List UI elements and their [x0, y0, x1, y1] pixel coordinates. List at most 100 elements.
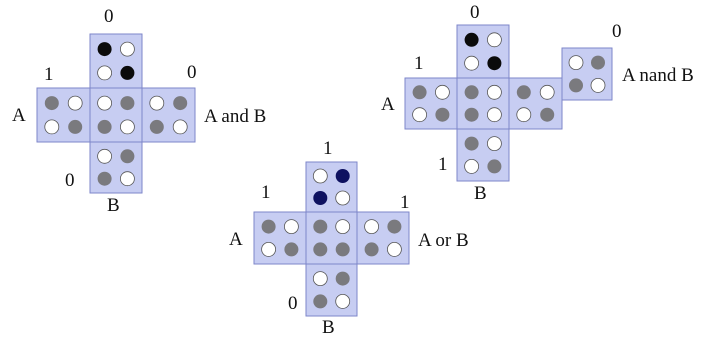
label-top: 1 — [323, 138, 333, 159]
label-a: A — [12, 105, 26, 126]
label-b: B — [322, 317, 335, 338]
input-a-square — [404, 77, 458, 130]
dot-gray-b — [464, 136, 479, 151]
dot-white-right — [539, 84, 555, 100]
input-b-square — [305, 263, 358, 317]
label-right: 1 — [400, 192, 410, 213]
label-a: A — [381, 94, 395, 115]
dot-gray-a — [435, 107, 450, 122]
dot-gray-a — [261, 219, 276, 234]
input-a-square — [253, 211, 307, 265]
dot-gray-output — [387, 219, 402, 234]
dot-white-a — [261, 241, 277, 257]
dot-white-top — [464, 55, 480, 71]
dot-gray-a — [284, 242, 299, 257]
label-top: 0 — [470, 2, 480, 23]
dot-black-top — [97, 42, 112, 57]
dot-white-center — [97, 95, 112, 111]
dot-white-top — [120, 41, 135, 57]
dots-or — [261, 168, 402, 309]
dot-gray-output — [149, 119, 164, 134]
label-left: 1 — [261, 182, 271, 203]
dot-gray-center — [97, 119, 112, 134]
dot-gray-b — [487, 159, 502, 174]
gate-and: 0 1 0 A A and B 0 B — [12, 6, 266, 216]
dot-white-b — [120, 171, 135, 187]
dot-gray-b — [335, 271, 350, 286]
label-right: 0 — [187, 62, 197, 83]
dot-navy-top — [313, 191, 328, 205]
dot-white-output — [172, 119, 188, 135]
dot-white-center — [486, 107, 502, 123]
label-left: 1 — [414, 53, 424, 74]
dot-white-center — [335, 219, 351, 235]
input-top-square — [89, 33, 143, 89]
dot-gray-right — [516, 85, 531, 100]
output-square — [141, 87, 196, 143]
label-b: B — [474, 183, 487, 204]
dot-white-b — [486, 136, 502, 152]
dot-white-a — [412, 107, 428, 123]
dot-black-top — [464, 32, 479, 47]
dot-gray-center — [464, 85, 479, 100]
input-a-square — [36, 87, 91, 143]
label-bottom: 0 — [288, 293, 298, 314]
right-square — [508, 77, 563, 130]
dot-white-a — [67, 95, 83, 111]
output-square — [356, 211, 410, 265]
dot-white-output — [386, 241, 402, 257]
dot-gray-output — [591, 55, 605, 70]
dot-white-a — [283, 219, 299, 235]
dot-gray-center — [120, 96, 135, 111]
dot-gray-center — [335, 242, 350, 257]
dot-white-right — [516, 107, 532, 123]
dot-white-a — [434, 84, 450, 100]
center-square — [89, 87, 143, 143]
output-square — [561, 47, 613, 101]
gate-nand: 0 1 0 A A nand B 1 B — [381, 2, 694, 204]
dot-gray-right — [540, 107, 555, 122]
gate-or: 1 1 1 A A or B 0 B — [229, 138, 469, 338]
dot-white-output — [590, 78, 606, 93]
label-output: A and B — [204, 106, 266, 127]
input-top-square — [456, 24, 510, 79]
dot-gray-output — [173, 96, 188, 111]
label-output: A or B — [418, 230, 469, 251]
input-top-square — [305, 161, 358, 213]
dot-white-b — [312, 271, 328, 287]
dot-black-top — [487, 56, 502, 71]
dot-white-b — [464, 158, 480, 174]
label-bottom: 0 — [65, 170, 75, 191]
dot-white-a — [44, 119, 60, 135]
label-top: 0 — [104, 6, 114, 27]
dot-white-top — [97, 65, 112, 81]
dots-nand — [412, 32, 606, 174]
input-b-square — [456, 128, 510, 182]
dot-white-top — [335, 190, 351, 206]
dot-gray-b — [97, 171, 112, 186]
input-b-square — [89, 141, 143, 194]
dot-white-output — [364, 219, 380, 235]
label-b: B — [107, 195, 120, 216]
dot-gray-b — [120, 149, 135, 164]
dot-gray-a — [44, 96, 59, 111]
dot-navy-top — [335, 169, 350, 183]
dot-white-output — [149, 95, 165, 111]
dot-white-top — [486, 32, 502, 48]
dot-white-center — [486, 84, 502, 100]
dot-gray-output — [364, 242, 379, 257]
label-bottom: 1 — [438, 154, 448, 175]
dot-white-top — [312, 168, 328, 184]
dot-white-b — [97, 148, 112, 164]
label-a: A — [229, 229, 243, 250]
center-square — [305, 211, 358, 265]
dot-gray-center — [313, 219, 328, 234]
dot-black-top — [120, 65, 135, 80]
dot-white-b — [335, 293, 351, 309]
label-left: 1 — [44, 64, 54, 85]
dot-gray-center — [313, 242, 328, 257]
dot-gray-center — [464, 107, 479, 122]
center-square — [456, 77, 510, 130]
dots-and — [44, 41, 188, 187]
